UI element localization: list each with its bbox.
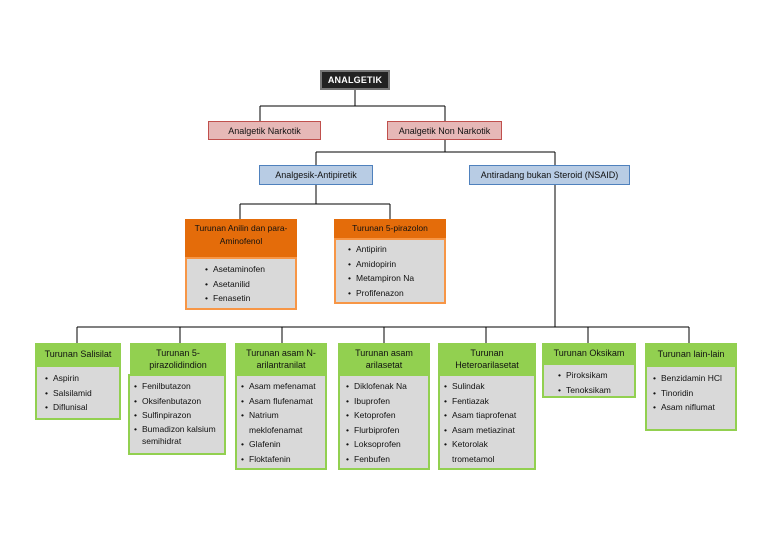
- list-item: Fenbufen: [346, 452, 428, 467]
- list-item: Ketorolak trometamol: [444, 437, 512, 467]
- list-item: Tenoksikam: [558, 383, 634, 398]
- list-item: Asam mefenamat: [241, 379, 325, 394]
- list-item: Oksifenbutazon: [134, 394, 224, 409]
- group-body-lain-lain: Benzidamin HCl Tinoridin Asam niflumat: [645, 365, 737, 431]
- group-header-heteroarilasetat: Turunan Heteroarilasetat: [438, 343, 536, 374]
- list-item: Bumadizon kalsium semihidrat: [134, 423, 224, 447]
- group-title: Turunan Oksikam: [553, 348, 625, 358]
- group-header-salisilat: Turunan Salisilat: [35, 343, 121, 365]
- node-label: Analgetik Non Narkotik: [398, 125, 491, 136]
- node-analgetik-narkotik: Analgetik Narkotik: [208, 121, 321, 140]
- group-body-arilantranilat: Asam mefenamat Asam flufenamat Natrium m…: [235, 374, 327, 470]
- group-title: Turunan Heteroarilasetat: [455, 347, 519, 370]
- list-item: Benzidamin HCl: [653, 371, 735, 386]
- group-header-arilantranilat: Turunan asam N-arilantranilat: [235, 343, 327, 374]
- list-item: Natrium meklofenamat: [241, 408, 309, 437]
- group-title: Turunan 5-pirazolon: [352, 223, 428, 233]
- list-item: Flurbiprofen: [346, 423, 428, 438]
- list-item: Ibuprofen: [346, 394, 428, 409]
- group-title: Turunan asam arilasetat: [355, 347, 413, 370]
- group-header-pirazolon: Turunan 5-pirazolon: [334, 219, 446, 238]
- list-item: Amidopirin: [348, 257, 444, 272]
- group-header-oksikam: Turunan Oksikam: [542, 343, 636, 363]
- node-label: Antiradang bukan Steroid (NSAID): [480, 170, 619, 180]
- list-item: Ketoprofen: [346, 408, 428, 423]
- list-item: Asam metiazinat: [444, 423, 534, 438]
- list-item: Metampiron Na: [348, 271, 444, 286]
- list-item: Diklofenak Na: [346, 379, 428, 394]
- group-header-pirazolidindion: Turunan 5-pirazolidindion: [130, 343, 226, 374]
- group-title: Turunan lain-lain: [657, 349, 725, 359]
- node-label: Analgesik-Antipiretik: [275, 170, 357, 180]
- list-item: Asam flufenamat: [241, 394, 325, 409]
- list-item: Antipirin: [348, 242, 444, 257]
- list-item: Sulfinpirazon: [134, 408, 224, 423]
- list-item: Piroksikam: [558, 368, 634, 383]
- node-label: Analgetik Narkotik: [228, 125, 301, 136]
- list-item: Loksoprofen: [346, 437, 428, 452]
- group-title: Turunan Anilin dan para-Aminofenol: [194, 223, 288, 246]
- list-item: Diflunisal: [45, 400, 119, 415]
- group-title: Turunan 5-pirazolidindion: [149, 347, 207, 370]
- group-header-arilasetat: Turunan asam arilasetat: [338, 343, 430, 374]
- group-body-pirazolidindion: Fenilbutazon Oksifenbutazon Sulfinpirazo…: [128, 374, 226, 455]
- group-title: Turunan asam N-arilantranilat: [246, 347, 316, 370]
- group-body-arilasetat: Diklofenak Na Ibuprofen Ketoprofen Flurb…: [338, 374, 430, 470]
- root-node-analgetik: ANALGETIK: [320, 70, 390, 90]
- list-item: Fenilbutazon: [134, 379, 224, 394]
- list-item: Asam niflumat: [653, 400, 735, 415]
- list-item: Fenasetin: [205, 291, 295, 306]
- node-nsaid: Antiradang bukan Steroid (NSAID): [469, 165, 630, 185]
- group-header-anilin: Turunan Anilin dan para-Aminofenol: [185, 219, 297, 257]
- list-item: Asetaminofen: [205, 262, 295, 277]
- root-label: ANALGETIK: [327, 75, 383, 85]
- list-item: Tinoridin: [653, 386, 735, 401]
- list-item: Fentiazak: [444, 394, 534, 409]
- list-item: Asam tiaprofenat: [444, 408, 534, 423]
- list-item: Profifenazon: [348, 286, 444, 301]
- list-item: Salsilamid: [45, 386, 119, 401]
- list-item: Glafenin: [241, 437, 325, 452]
- group-header-lain-lain: Turunan lain-lain: [645, 343, 737, 365]
- group-body-anilin: Asetaminofen Asetanilid Fenasetin: [185, 257, 297, 310]
- node-analgetik-non-narkotik: Analgetik Non Narkotik: [387, 121, 502, 140]
- group-body-oksikam: Piroksikam Tenoksikam: [542, 363, 636, 398]
- group-body-salisilat: Aspirin Salsilamid Diflunisal: [35, 365, 121, 420]
- group-title: Turunan Salisilat: [44, 349, 112, 359]
- list-item: Aspirin: [45, 371, 119, 386]
- list-item: Asetanilid: [205, 277, 295, 292]
- list-item: Floktafenin: [241, 452, 325, 467]
- group-body-pirazolon: Antipirin Amidopirin Metampiron Na Profi…: [334, 238, 446, 304]
- group-body-heteroarilasetat: Sulindak Fentiazak Asam tiaprofenat Asam…: [438, 374, 536, 470]
- list-item: Sulindak: [444, 379, 534, 394]
- node-analgesik-antipiretik: Analgesik-Antipiretik: [259, 165, 373, 185]
